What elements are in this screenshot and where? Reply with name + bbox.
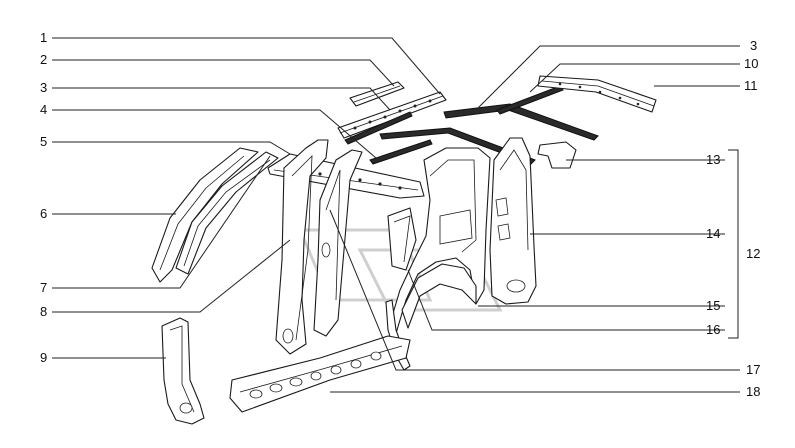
b-pillar-part-8 xyxy=(275,139,329,355)
callout-16: 16 xyxy=(706,322,720,337)
bracket-part-2 xyxy=(349,81,405,107)
rail-strip-part-3 xyxy=(344,111,413,145)
sill-part-9 xyxy=(161,317,205,425)
roof-bow-long xyxy=(379,127,536,165)
gusset-part-13 xyxy=(537,141,577,169)
callout-14: 14 xyxy=(706,226,720,241)
b-pillar-inner xyxy=(313,149,363,337)
floor-member-part-18 xyxy=(229,335,411,413)
callout-7: 7 xyxy=(40,280,47,295)
roof-rail-part-1 xyxy=(337,91,447,139)
reinforcement-part-16 xyxy=(387,207,417,271)
callout-12: 12 xyxy=(746,246,760,261)
rail-part-4 xyxy=(369,139,433,165)
callout-1: 1 xyxy=(40,30,47,45)
leader-lines xyxy=(52,37,740,393)
callout-3-left: 3 xyxy=(40,80,47,95)
quarter-inner-part-14 xyxy=(489,137,537,305)
callout-15: 15 xyxy=(706,298,720,313)
callout-13: 13 xyxy=(706,152,720,167)
callout-5: 5 xyxy=(40,134,47,149)
callout-3-right: 3 xyxy=(750,38,757,53)
callout-6: 6 xyxy=(40,206,47,221)
callout-18: 18 xyxy=(746,384,760,399)
rear-header-part-11 xyxy=(537,75,657,113)
a-pillar-inner-part-7 xyxy=(175,151,279,275)
callout-10: 10 xyxy=(744,56,758,71)
a-pillar-part-6 xyxy=(151,147,259,283)
callout-9: 9 xyxy=(40,350,47,365)
callouts-right: 3 10 11 13 14 12 15 16 17 18 xyxy=(706,38,760,399)
callout-17: 17 xyxy=(746,362,760,377)
c-pillar-wheel-arch-part-15 xyxy=(387,147,491,341)
callout-8: 8 xyxy=(40,304,47,319)
roof-bow-part-10 xyxy=(496,85,564,115)
callout-4: 4 xyxy=(40,102,47,117)
callouts-left: 1 2 3 4 5 6 7 8 9 xyxy=(40,30,47,365)
callout-11: 11 xyxy=(744,78,758,93)
roof-bow-part-3 xyxy=(443,103,599,141)
callout-2: 2 xyxy=(40,52,47,67)
